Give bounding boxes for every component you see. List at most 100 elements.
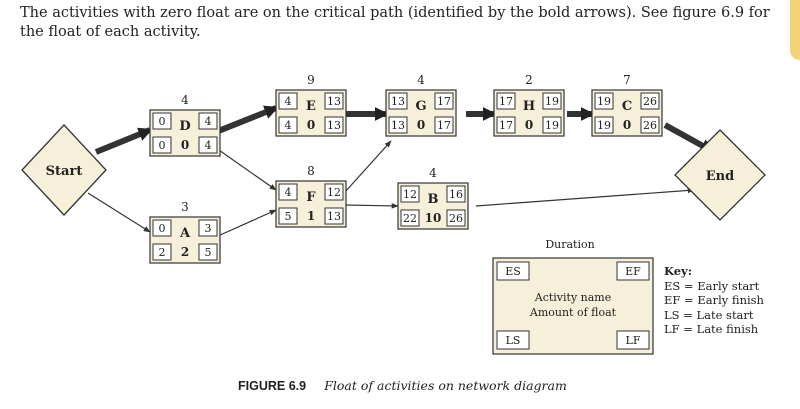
- figure-title: Float of activities on network diagram: [324, 378, 567, 393]
- activity-es: 0: [159, 115, 166, 128]
- activity-ls: 17: [499, 119, 513, 132]
- activity-ls: 13: [391, 119, 405, 132]
- ls-cell: [278, 207, 298, 225]
- key-item-ls: LS = Late start: [664, 307, 754, 322]
- activity-duration: 4: [181, 93, 189, 107]
- figure-caption: FIGURE 6.9 Float of activities on networ…: [238, 378, 567, 394]
- ls-cell: [400, 209, 420, 227]
- ls-cell: [152, 136, 172, 154]
- arrow-d-e: [214, 105, 279, 135]
- arrow-b-end: [475, 187, 695, 207]
- activity-ls: 0: [159, 139, 166, 152]
- es-cell: [278, 183, 298, 201]
- activity-lf: 26: [643, 119, 657, 132]
- lf-cell: [324, 116, 344, 134]
- activity-ls: 4: [285, 119, 292, 132]
- activity-duration: 3: [181, 200, 189, 214]
- activity-ef: 16: [449, 188, 463, 201]
- activity-ef: 3: [205, 222, 212, 235]
- activity-ef: 26: [643, 95, 657, 108]
- es-cell: [594, 92, 614, 110]
- start-node: Start: [21, 124, 107, 216]
- ef-cell: [542, 92, 562, 110]
- ls-cell: [594, 116, 614, 134]
- es-cell: [388, 92, 408, 110]
- key-item-lf: LF = Late finish: [664, 322, 759, 336]
- activity-float: 10: [425, 211, 442, 225]
- activity-duration: 2: [525, 73, 533, 87]
- key-title: Key:: [664, 264, 692, 278]
- ls-cell: [388, 116, 408, 134]
- intro-text: The activities with zero float are on th…: [20, 5, 770, 40]
- activity-duration: 9: [307, 73, 315, 87]
- activity-name: B: [428, 192, 439, 207]
- ls-cell: [278, 116, 298, 134]
- lf-cell: [446, 209, 466, 227]
- activity-es: 4: [285, 95, 292, 108]
- activity-name: C: [622, 99, 632, 114]
- end-label: End: [706, 169, 734, 184]
- figure-number: FIGURE 6.9: [238, 379, 307, 393]
- activity-name: D: [179, 119, 190, 134]
- legend-ls: LS: [506, 334, 521, 347]
- arrows: [87, 105, 715, 237]
- es-cell: [278, 92, 298, 110]
- arrow-f-b: [344, 203, 399, 209]
- activity-duration: 4: [429, 166, 437, 180]
- activity-duration: 4: [417, 73, 425, 87]
- activity-ef: 12: [327, 186, 341, 199]
- lf-cell: [542, 116, 562, 134]
- activity-es: 0: [159, 222, 166, 235]
- ef-cell: [324, 92, 344, 110]
- legend-ef-cell: [616, 261, 650, 281]
- legend-amount-of-float: Amount of float: [529, 306, 617, 319]
- activity-float: 1: [307, 209, 315, 223]
- es-cell: [152, 219, 172, 237]
- ef-cell: [434, 92, 454, 110]
- page-accent-tab: [790, 0, 800, 60]
- es-cell: [400, 185, 420, 203]
- es-cell: [152, 112, 172, 130]
- activity-lf: 4: [205, 139, 212, 152]
- activity-name: G: [415, 99, 426, 114]
- lf-cell: [198, 243, 218, 261]
- activity-ls: 19: [597, 119, 611, 132]
- arrow-a-f: [217, 209, 277, 237]
- key-block: Key: ES = Early start EF = Early finish …: [664, 264, 764, 337]
- legend-ls-cell: [496, 330, 530, 350]
- start-label: Start: [46, 164, 83, 179]
- activity-float: 2: [181, 245, 189, 259]
- key-item-ef: EF = Early finish: [664, 293, 764, 307]
- activity-ls: 22: [403, 212, 417, 225]
- activity-duration: 8: [307, 164, 315, 178]
- activity-ef: 17: [437, 95, 451, 108]
- ef-cell: [640, 92, 660, 110]
- lf-cell: [434, 116, 454, 134]
- legend-activity-name: Activity name: [534, 291, 612, 304]
- activity-name: A: [179, 226, 191, 241]
- arrow-start-d: [94, 127, 153, 155]
- activity-float: 0: [417, 118, 425, 132]
- activity-lf: 13: [327, 119, 341, 132]
- ef-cell: [198, 219, 218, 237]
- activity-float: 0: [181, 138, 189, 152]
- ef-cell: [324, 183, 344, 201]
- ls-cell: [152, 243, 172, 261]
- activity-name: F: [306, 190, 316, 205]
- activity-ls: 5: [285, 210, 292, 223]
- activity-name: E: [306, 99, 316, 114]
- activity-ls: 2: [159, 246, 166, 259]
- activity-float: 0: [307, 118, 315, 132]
- activity-ef: 19: [545, 95, 559, 108]
- ls-cell: [496, 116, 516, 134]
- arrow-f-g: [344, 140, 392, 193]
